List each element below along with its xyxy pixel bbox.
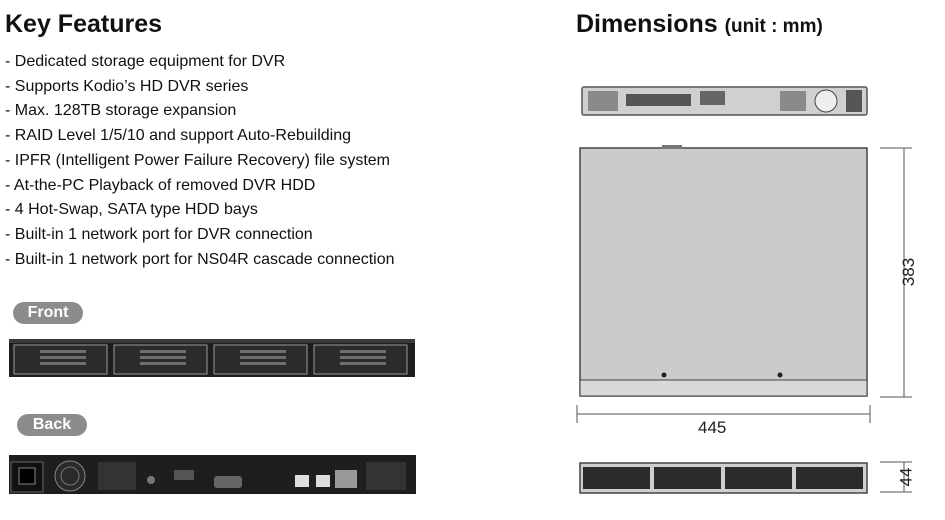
feature-list: - Dedicated storage equipment for DVR - …	[5, 50, 395, 272]
front-panel-image	[9, 339, 415, 377]
feature-item: - Max. 128TB storage expansion	[5, 102, 237, 120]
feature-item: - IPFR (Intelligent Power Failure Recove…	[5, 151, 390, 169]
dimension-width-label: 445	[698, 418, 727, 437]
rear-view-image	[581, 86, 868, 116]
feature-item: - At-the-PC Playback of removed DVR HDD	[5, 176, 316, 194]
back-panel-image	[9, 455, 416, 494]
feature-item: - Supports Kodio’s HD DVR series	[5, 77, 249, 95]
back-label: Back	[17, 414, 87, 436]
front-view-small-image	[579, 462, 868, 494]
feature-item: - Built-in 1 network port for DVR connec…	[5, 225, 313, 243]
top-view-image	[579, 145, 868, 397]
key-features-title: Key Features	[5, 10, 163, 38]
feature-item: - 4 Hot-Swap, SATA type HDD bays	[5, 201, 258, 219]
dimensions-title: Dimensions (unit : mm)	[576, 10, 823, 41]
dimensions-title-text: Dimensions	[576, 10, 718, 38]
feature-item: - Built-in 1 network port for NS04R casc…	[5, 250, 395, 268]
dimension-height-label: 44	[896, 467, 916, 487]
feature-item: - Dedicated storage equipment for DVR	[5, 53, 286, 70]
dimension-lines	[576, 147, 912, 493]
front-label: Front	[13, 302, 83, 324]
dimension-depth-label: 383	[899, 257, 919, 287]
dimensions-unit: (unit : mm)	[724, 16, 823, 37]
feature-item: - RAID Level 1/5/10 and support Auto-Reb…	[5, 127, 351, 145]
